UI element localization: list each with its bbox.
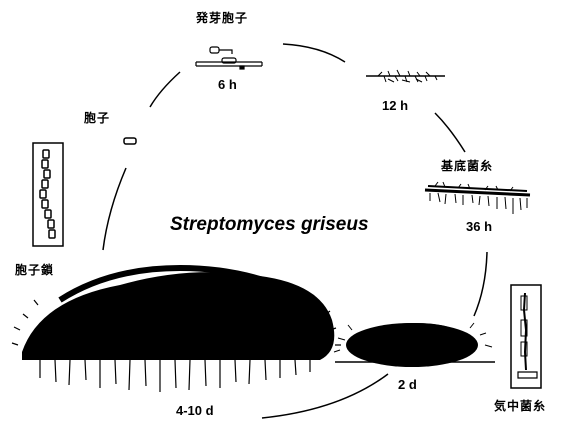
germinating-spore-figure [196, 47, 262, 69]
arc-spore-6h [150, 72, 180, 107]
spore-chain-label: 胞子鎖 [15, 261, 54, 278]
time-36h-label: 36 h [466, 219, 492, 234]
arc-36h-2d [474, 252, 487, 316]
substrate-mycelium-figure [425, 182, 530, 214]
organism-title: Streptomyces griseus [170, 214, 369, 236]
time-4-10d-label: 4-10 d [176, 403, 214, 418]
colony-2d-figure [334, 323, 495, 367]
arc-6h-12h [283, 44, 345, 62]
spore-label: 胞子 [84, 109, 110, 126]
spore-chain-figure [33, 143, 63, 246]
arc-12h-36h [435, 113, 465, 152]
arc-spore-chain [103, 168, 126, 250]
aerial-mycelium-figure [511, 285, 541, 388]
time-6h-label: 6 h [218, 77, 237, 92]
hyphae-12h-figure [366, 70, 445, 82]
substrate-mycelium-label: 基底菌糸 [441, 157, 493, 174]
spore-figure [124, 138, 136, 144]
time-2d-label: 2 d [398, 377, 417, 392]
aerial-mycelium-label: 気中菌糸 [494, 397, 546, 414]
arc-2d-4-10d [262, 374, 388, 418]
germinating-spore-label: 発芽胞子 [196, 9, 248, 26]
time-12h-label: 12 h [382, 98, 408, 113]
mature-colony-figure [12, 268, 341, 392]
